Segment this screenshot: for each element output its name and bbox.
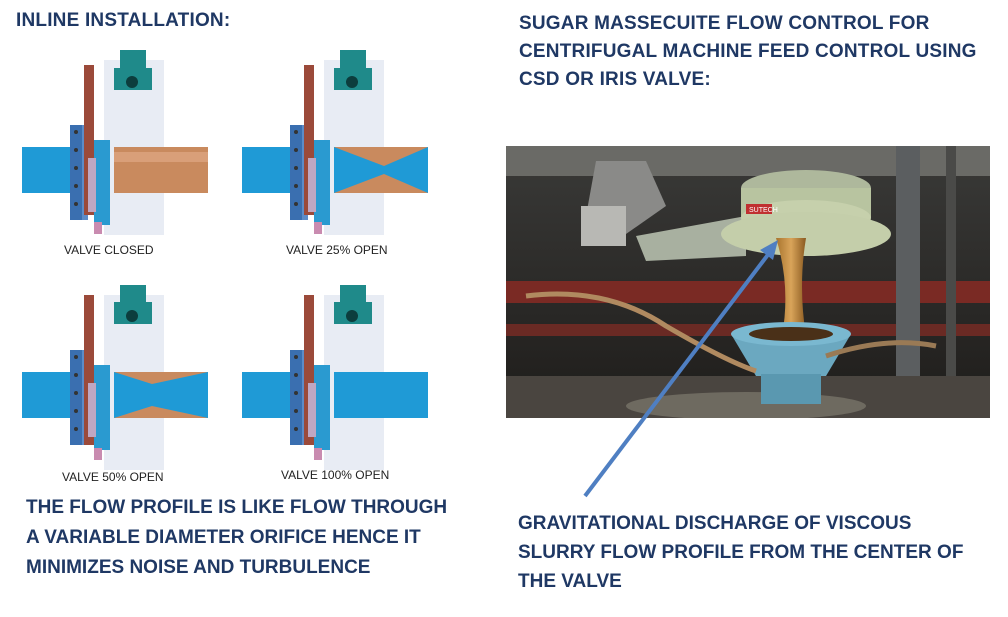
valve-installation-photo: SUTECH bbox=[506, 146, 990, 418]
discharge-description: GRAVITATIONAL DISCHARGE OF VISCOUS SLURR… bbox=[518, 513, 964, 592]
caption-closed: VALVE CLOSED bbox=[64, 243, 154, 257]
valve-diagram-closed bbox=[22, 40, 212, 250]
valve-diagram-50 bbox=[22, 285, 208, 470]
photo-label: SUTECH bbox=[749, 207, 778, 214]
valve-diagram-100 bbox=[242, 285, 428, 470]
caption-25: VALVE 25% OPEN bbox=[286, 243, 388, 257]
flow-profile-text: THE FLOW PROFILE IS LIKE FLOW THROUGH A … bbox=[26, 497, 448, 578]
right-heading: SUGAR MASSECUITE FLOW CONTROL FOR CENTRI… bbox=[519, 13, 977, 90]
left-heading: INLINE INSTALLATION: bbox=[16, 10, 231, 31]
caption-100: VALVE 100% OPEN bbox=[281, 468, 390, 482]
caption-50: VALVE 50% OPEN bbox=[62, 470, 164, 484]
valve-diagram-25 bbox=[242, 50, 428, 235]
